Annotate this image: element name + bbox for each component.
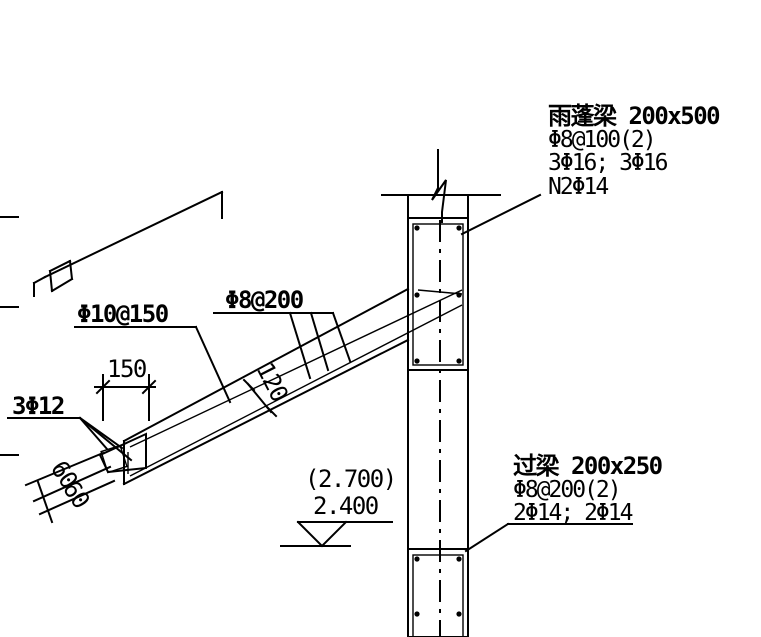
dim-150 <box>94 374 157 421</box>
slab-dist-bar-label: Φ8@200 <box>225 286 304 314</box>
dim-150-text: 150 <box>107 355 146 383</box>
lintel-bars: 2Φ14; 2Φ14 <box>513 500 633 526</box>
lintel-title: 过梁 200x250 <box>513 452 663 480</box>
canopy-slab <box>98 287 463 486</box>
canopy-beam-stirrup: Φ8@100(2) <box>548 127 655 153</box>
canopy-beam-bars: 3Φ16; 3Φ16 <box>548 150 668 176</box>
lintel-section <box>407 548 469 637</box>
elevation-upper: (2.700) <box>305 465 396 493</box>
lintel-stirrup: Φ8@200(2) <box>513 477 620 503</box>
edge-bars-label: 3Φ12 <box>12 392 64 420</box>
slab-main-bar-label: Φ10@150 <box>77 300 169 328</box>
dim-120 <box>242 378 278 418</box>
canopy-beam-title: 雨蓬梁 200x500 <box>548 102 720 130</box>
leader-lintel <box>464 522 633 553</box>
dim-60-60 <box>24 451 116 524</box>
leader-main-bar <box>74 325 232 404</box>
upper-inclined-element <box>32 190 224 297</box>
dim-120-text: 120 <box>251 358 294 405</box>
canopy-beam-side-bars: N2Φ14 <box>548 174 608 200</box>
elevation-marker <box>280 520 393 548</box>
leader-canopy-beam <box>460 193 542 236</box>
elevation-lower: 2.400 <box>313 492 378 520</box>
canopy-beam-section <box>407 217 469 371</box>
leader-edge-bars <box>7 416 133 462</box>
leader-dist-bar <box>213 311 352 380</box>
